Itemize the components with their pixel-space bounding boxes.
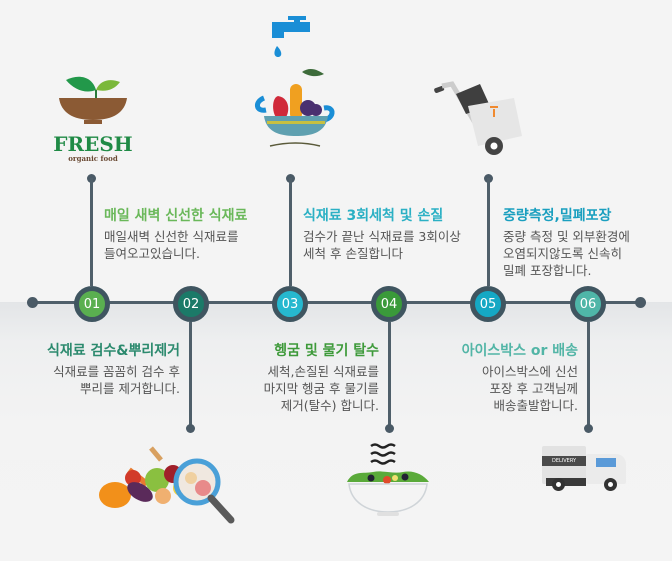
step-node-04: 04 xyxy=(371,286,407,322)
hand-truck-icon xyxy=(434,81,522,155)
desc-line: 세척 후 손질합니다 xyxy=(303,246,403,261)
truck-label: DELIVERY xyxy=(542,456,586,466)
step-node-05: 05 xyxy=(470,286,506,322)
desc-line: 아이스박스에 신선 xyxy=(482,364,578,379)
washing-illustration xyxy=(250,12,340,157)
connector-dot-bottom-6 xyxy=(584,424,593,433)
connector-dot-bottom-2 xyxy=(186,424,195,433)
connector-line-top-3 xyxy=(289,178,292,286)
step-01-text: 식재료 검수&뿌리제거 식재료를 꼼꼼히 검수 후 뿌리를 제거합니다. xyxy=(47,340,180,397)
desc-line: 제거(탈수) 합니다. xyxy=(280,398,379,413)
step-02-text: 매일 새벽 신선한 식재료 매일새벽 신선한 식재료를 들여오고있습니다. xyxy=(104,205,247,262)
desc-line: 중량 측정 및 외부환경에 xyxy=(503,229,630,244)
desc-line: 들여오고있습니다. xyxy=(104,246,200,261)
step-node-02: 02 xyxy=(173,286,209,322)
timeline-start-dot xyxy=(27,297,38,308)
step-title: 식재료 검수&뿌리제거 xyxy=(46,343,180,359)
vegetable-bowl-icon xyxy=(255,68,335,147)
step-node-01: 01 xyxy=(74,286,110,322)
step-desc: 아이스박스에 신선 포장 후 고객님께 배송출발합니다. xyxy=(462,363,578,414)
step-title: 중량측정,밀폐포장 xyxy=(503,208,612,224)
hand-truck-illustration xyxy=(432,76,532,160)
step-desc: 중량 측정 및 외부환경에 오염되지않도록 신속히 밀폐 포장합니다. xyxy=(503,228,630,279)
step-node-06: 06 xyxy=(570,286,606,322)
connector-line-bottom-4 xyxy=(388,322,391,428)
inspection-illustration xyxy=(95,440,245,545)
desc-line: 오염되지않도록 신속히 xyxy=(503,246,622,261)
delivery-truck-illustration: DELIVERY xyxy=(540,444,632,496)
step-04-text: 헹굼 및 물기 탈수 세척,손질된 식재료를 마지막 헹굼 후 물기를 제거(탈… xyxy=(264,340,379,414)
truck-wheel-rear xyxy=(552,478,565,491)
step-title: 헹굼 및 물기 탈수 xyxy=(274,343,379,359)
step-node-03: 03 xyxy=(272,286,308,322)
connector-line-bottom-6 xyxy=(587,322,590,428)
truck-wheel-front xyxy=(604,478,617,491)
desc-line: 밀폐 포장합니다. xyxy=(503,263,592,278)
step-06-text: 아이스박스 or 배송 아이스박스에 신선 포장 후 고객님께 배송출발합니다. xyxy=(462,340,578,414)
connector-line-top-5 xyxy=(487,178,490,286)
vegetables-magnifier-icon xyxy=(99,446,235,524)
desc-line: 마지막 헹굼 후 물기를 xyxy=(263,381,379,396)
step-05-text: 중량측정,밀폐포장 중량 측정 및 외부환경에 오염되지않도록 신속히 밀폐 포… xyxy=(503,205,630,279)
step-title: 식재료 3회세척 및 손질 xyxy=(303,208,444,224)
step-03-text: 식재료 3회세척 및 손질 검수가 끝난 식재료를 3회이상 세척 후 손질합니… xyxy=(303,205,461,262)
fresh-logo: FRESH organic food xyxy=(48,74,138,164)
step-title: 매일 새벽 신선한 식재료 xyxy=(104,208,248,224)
desc-line: 배송출발합니다. xyxy=(493,398,578,413)
desc-line: 식재료를 꼼꼼히 검수 후 xyxy=(53,364,180,379)
timeline-end-dot xyxy=(635,297,646,308)
desc-line: 포장 후 고객님께 xyxy=(489,381,578,396)
logo-brand: FRESH xyxy=(53,132,133,156)
desc-line: 검수가 끝난 식재료를 3회이상 xyxy=(303,229,461,244)
connector-line-top-1 xyxy=(90,178,93,286)
step-title: 아이스박스 or 배송 xyxy=(461,343,578,359)
step-desc: 매일새벽 신선한 식재료를 들여오고있습니다. xyxy=(104,228,247,262)
desc-line: 뿌리를 제거합니다. xyxy=(80,381,180,396)
lower-background-band xyxy=(0,302,672,561)
salad-bowl-illustration xyxy=(343,440,433,522)
timeline-line xyxy=(32,301,640,304)
faucet-icon xyxy=(272,16,310,57)
connector-dot-bottom-4 xyxy=(385,424,394,433)
truck-chassis xyxy=(546,478,586,486)
desc-line: 매일새벽 신선한 식재료를 xyxy=(104,229,239,244)
desc-line: 세척,손질된 식재료를 xyxy=(267,364,379,379)
step-desc: 검수가 끝난 식재료를 3회이상 세척 후 손질합니다 xyxy=(303,228,461,262)
truck-window xyxy=(596,458,616,467)
connector-line-bottom-2 xyxy=(189,322,192,428)
logo-tagline: organic food xyxy=(68,154,118,163)
salad-bowl-icon xyxy=(347,443,429,516)
step-desc: 식재료를 꼼꼼히 검수 후 뿌리를 제거합니다. xyxy=(47,363,180,397)
step-desc: 세척,손질된 식재료를 마지막 헹굼 후 물기를 제거(탈수) 합니다. xyxy=(264,363,379,414)
bowl-sprout-icon xyxy=(59,76,127,124)
